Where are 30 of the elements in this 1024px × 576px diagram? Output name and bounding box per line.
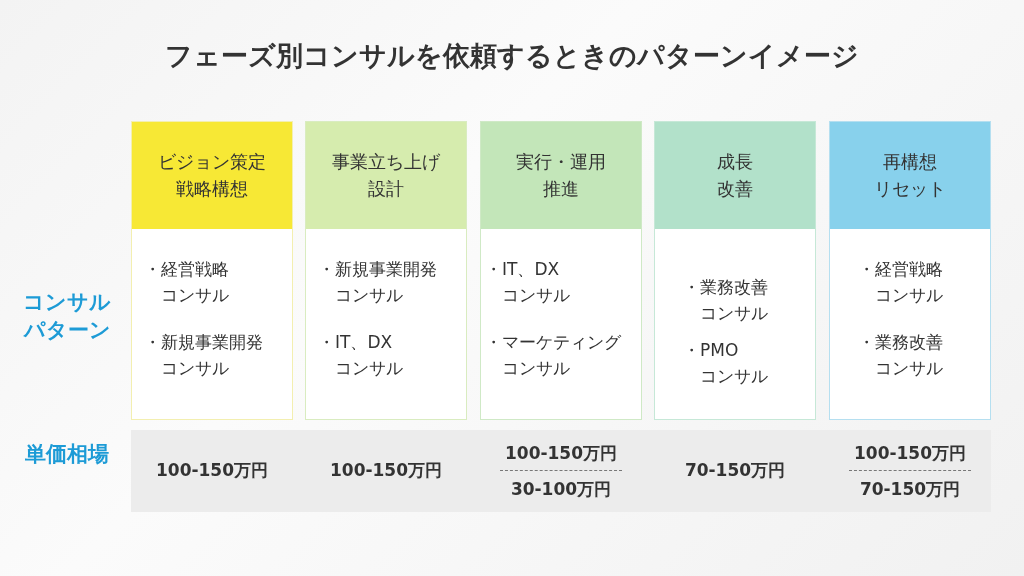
title: フェーズ別コンサルを依頼するときのパターンイメージ [164,39,860,73]
consulting-item: ・業務改善コンサル [858,331,944,381]
price-text: 100-150万円 [504,442,618,465]
phase-header: 成長改善 [655,122,815,229]
row-heading: コンサルパターン [22,289,112,345]
phase-header: ビジョン策定戦略構想 [132,122,292,229]
price-text: 70-150万円 [683,459,787,482]
phase-card [829,121,991,420]
consulting-item: ・PMOコンサル [683,339,769,389]
consulting-item: ・IT、DXコンサル [318,331,404,381]
phase-card [480,121,642,420]
consulting-item: ・経営戦略コンサル [144,258,230,308]
phase-header: 実行・運用推進 [481,122,641,229]
phase-card [305,121,467,420]
price-text: 100-150万円 [155,459,269,482]
price-text: 100-150万円 [329,459,443,482]
price-text: 70-150万円 [858,478,962,501]
price-text: 100-150万円 [853,442,967,465]
consulting-item: ・新規事業開発コンサル [144,331,264,381]
consulting-item: ・IT、DXコンサル [485,258,571,308]
consulting-item: ・業務改善コンサル [683,276,769,326]
phase-card [131,121,293,420]
phase-header: 事業立ち上げ設計 [306,122,466,229]
consulting-item: ・経営戦略コンサル [858,258,944,308]
consulting-item: ・新規事業開発コンサル [318,258,438,308]
phase-card [654,121,816,420]
price-text: 30-100万円 [509,478,613,501]
phase-header: 再構想リセット [830,122,990,229]
consulting-item: ・マーケティングコンサル [485,331,622,381]
row-heading: 単価相場 [24,441,110,468]
